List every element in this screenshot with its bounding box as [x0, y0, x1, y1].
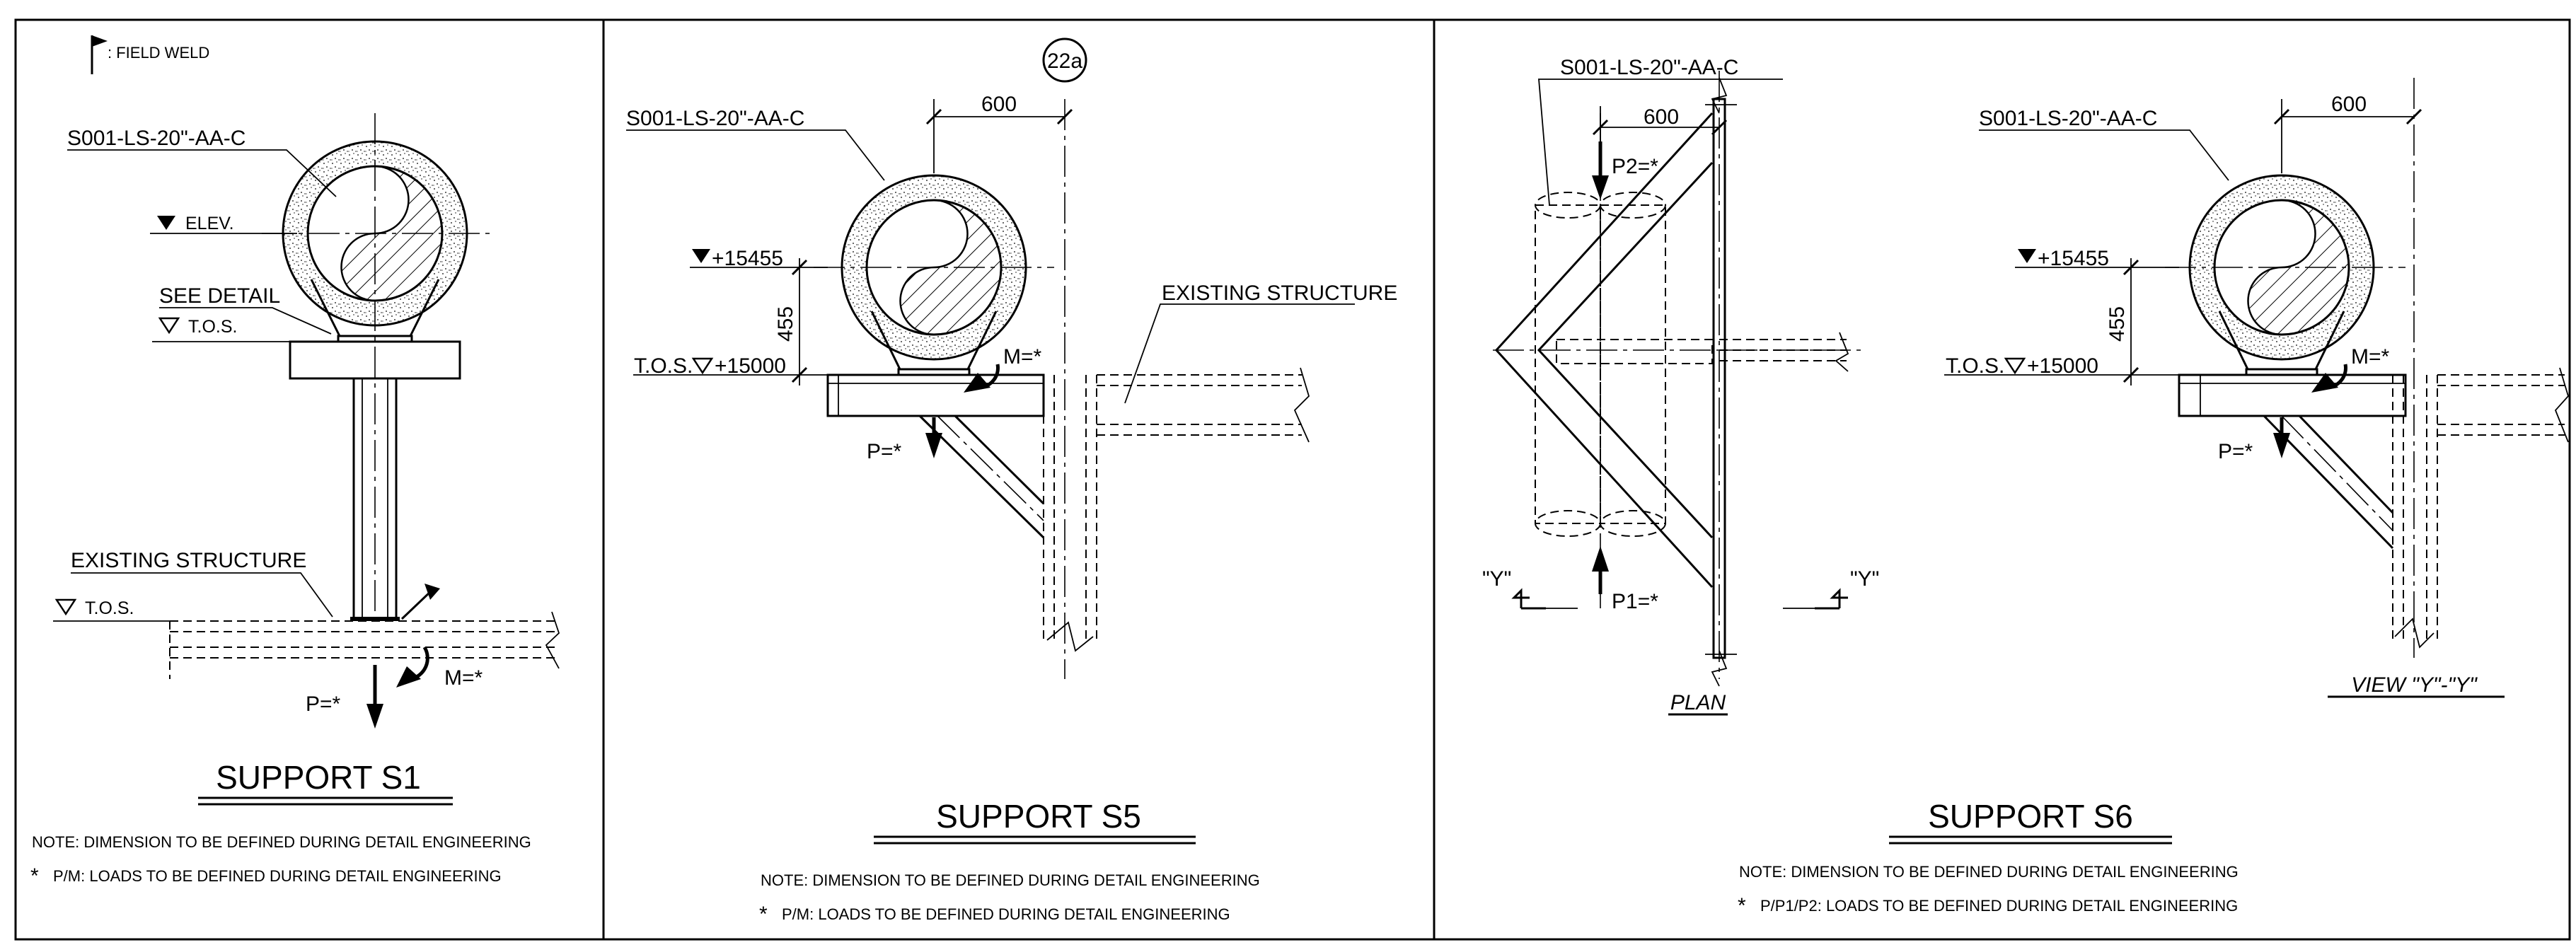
- s5-p-load: P=*: [867, 440, 902, 463]
- s6-note-2: P/P1/P2: LOADS TO BE DEFINED DURING DETA…: [1760, 897, 2238, 915]
- s6-m-load: M=*: [2351, 345, 2390, 369]
- panel-support-s5: 22a 600 S001-LS-20"-AA-C +15455 455 T.O.…: [626, 37, 1397, 926]
- s5-tos-elev: +15000: [715, 354, 786, 378]
- s6-tos-marker-icon: [2004, 357, 2026, 375]
- s6-p1-arrow-icon: [1592, 546, 1609, 572]
- s1-tos-bottom-label: T.O.S.: [85, 598, 134, 618]
- s6-view-dim-600: 600: [2331, 93, 2367, 116]
- s1-tos-top-marker-icon: [158, 317, 180, 335]
- s6-m-arrow-icon: [2311, 373, 2338, 393]
- s6-section-right: "Y": [1850, 567, 1879, 591]
- s5-asterisk: *: [759, 903, 768, 926]
- s6-tos-label: T.O.S.: [1946, 354, 2004, 378]
- s6-plan-label: PLAN: [1670, 691, 1726, 714]
- s6-plan-view: S001-LS-20"-AA-C 600: [1482, 56, 1879, 716]
- s5-tos-marker-icon: [691, 357, 714, 375]
- s6-title: SUPPORT S6: [1928, 798, 2133, 835]
- s5-dim-600: 600: [981, 93, 1017, 116]
- s5-note-1: NOTE: DIMENSION TO BE DEFINED DURING DET…: [761, 871, 1260, 889]
- s1-existing-structure-label: EXISTING STRUCTURE: [71, 549, 306, 572]
- s6-note-1: NOTE: DIMENSION TO BE DEFINED DURING DET…: [1739, 863, 2239, 881]
- s5-elev-marker-icon: [692, 249, 710, 263]
- s6-view-line-tag: S001-LS-20"-AA-C: [1979, 107, 2157, 130]
- s1-elev-marker-icon: [157, 216, 175, 230]
- s6-tos-elev: +15000: [2027, 354, 2098, 378]
- s5-bubble-label: 22a: [1047, 50, 1082, 73]
- field-weld-flag-icon: [92, 35, 108, 47]
- s5-m-load: M=*: [1003, 345, 1042, 369]
- s6-view-label: VIEW "Y"-"Y": [2351, 673, 2478, 697]
- s1-line-tag: S001-LS-20"-AA-C: [67, 127, 246, 150]
- s6-asterisk: *: [1738, 894, 1746, 917]
- field-weld-legend: : FIELD WELD: [91, 35, 209, 74]
- field-weld-label: : FIELD WELD: [108, 44, 209, 62]
- s1-p-load: P=*: [306, 692, 341, 716]
- s5-elev-label: +15455: [712, 247, 783, 270]
- s6-plan-dim-600: 600: [1644, 105, 1679, 129]
- sheet-border: [14, 18, 2571, 941]
- s1-field-weld-icon: [424, 584, 440, 600]
- panel-support-s6: S001-LS-20"-AA-C 600: [1482, 56, 2570, 917]
- s6-elev-label: +15455: [2038, 247, 2109, 270]
- s6-plan-line-tag: S001-LS-20"-AA-C: [1560, 56, 1738, 79]
- s5-cantilever-beam: [826, 373, 1045, 417]
- s6-p-load: P=*: [2218, 440, 2253, 463]
- s6-dim-455: 455: [2106, 306, 2129, 342]
- s5-p-arrow-icon: [925, 433, 942, 458]
- panel-support-s1: : FIELD WELD: [30, 35, 560, 888]
- s1-m-arrow-icon: [396, 666, 421, 688]
- s1-m-load: M=*: [444, 666, 483, 690]
- s6-p1-load: P1=*: [1612, 590, 1658, 613]
- s5-title: SUPPORT S5: [936, 798, 1141, 835]
- s5-line-tag: S001-LS-20"-AA-C: [626, 107, 804, 130]
- s1-tos-top-label: T.O.S.: [188, 317, 237, 337]
- s5-existing-column: [1043, 367, 1310, 652]
- s5-pipe: [814, 174, 1054, 361]
- s5-detail-bubble: [1042, 37, 1087, 83]
- s6-section-view: S001-LS-20"-AA-C 600 +15455 455 T.O.: [1944, 78, 2570, 698]
- s6-p-arrow-icon: [2273, 433, 2290, 458]
- s5-note-2: P/M: LOADS TO BE DEFINED DURING DETAIL E…: [782, 905, 1230, 923]
- s6-section-left: "Y": [1482, 567, 1511, 591]
- s1-tos-bottom-marker-icon: [54, 598, 77, 616]
- s5-m-arrow-icon: [964, 373, 990, 393]
- s1-title: SUPPORT S1: [216, 759, 421, 796]
- s1-existing-beam: [169, 611, 560, 679]
- s1-p-arrow-icon: [366, 704, 383, 729]
- s1-pipe: [262, 113, 495, 622]
- s5-dim-455: 455: [774, 306, 797, 342]
- s1-asterisk: *: [30, 864, 39, 888]
- s6-p2-arrow-icon: [1592, 175, 1609, 199]
- s1-note-1: NOTE: DIMENSION TO BE DEFINED DURING DET…: [32, 833, 531, 851]
- s5-tos-label: T.O.S.: [634, 354, 693, 378]
- s1-see-detail: SEE DETAIL: [159, 284, 280, 308]
- s6-elev-marker-icon: [2018, 249, 2036, 263]
- s1-note-2: P/M: LOADS TO BE DEFINED DURING DETAIL E…: [53, 867, 502, 885]
- s6-p2-load: P2=*: [1612, 155, 1658, 178]
- s5-existing-structure-label: EXISTING STRUCTURE: [1162, 282, 1397, 305]
- s1-elev-label: ELEV.: [185, 214, 234, 233]
